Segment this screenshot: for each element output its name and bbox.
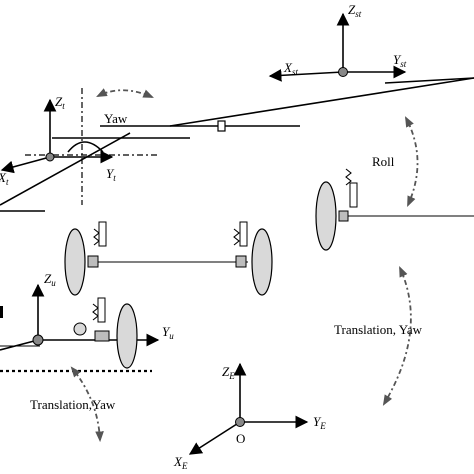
kingpin [217, 120, 226, 132]
yaw-arrow [96, 88, 154, 98]
xe-label: XE [173, 454, 188, 471]
rear-left-wheel [64, 228, 86, 296]
rear-right-hub [235, 255, 247, 268]
ze-label: ZE [222, 364, 235, 381]
tractor-frame-rail-diagonal [0, 132, 131, 206]
yst-label: Yst [393, 52, 407, 69]
earth-frame: O ZE YE XE [173, 362, 326, 471]
trailer-damper [349, 182, 358, 208]
translation-yaw-right: Translation, Yaw [334, 266, 423, 406]
xt-axis [0, 156, 51, 174]
xst-axis [268, 68, 344, 82]
trailer-hub [338, 210, 349, 222]
xe-axis [188, 421, 241, 455]
tractor-frame: Zt Yt Xt [0, 88, 190, 212]
zu-label: Zu [44, 271, 56, 288]
zt-label: Zt [55, 94, 65, 111]
stationary-origin-dot [338, 67, 348, 77]
stationary-frame: Zst Yst Xst [268, 2, 407, 82]
roll-motion: Roll [372, 116, 419, 207]
rear-left-damper [98, 221, 107, 247]
earth-origin-dot [235, 417, 245, 427]
front-hub [94, 330, 110, 342]
yu-label: Yu [162, 324, 174, 341]
earth-origin-label: O [236, 431, 245, 446]
trailer-deck-edge [169, 77, 474, 127]
xst-label: Xst [283, 60, 298, 77]
yt-label: Yt [106, 166, 116, 183]
front-knuckle [73, 322, 87, 336]
translation-yaw-right-label: Translation, Yaw [334, 322, 423, 337]
translation-yaw-left: Translation,Yaw [30, 366, 116, 443]
yaw-label: Yaw [104, 111, 128, 126]
roll-arrow [404, 116, 419, 207]
yaw-motion: Yaw [96, 88, 154, 126]
roll-label: Roll [372, 154, 395, 169]
xu-axis [0, 339, 39, 351]
tractor-rear-axle [64, 221, 273, 296]
front-spring [92, 303, 99, 321]
edge-marker [0, 306, 3, 318]
trailer-spring [345, 168, 352, 186]
tractor-origin-dot [45, 152, 55, 162]
unsprung-origin-dot [32, 334, 44, 346]
translation-yaw-right-arrow [382, 266, 412, 406]
translation-yaw-left-label: Translation,Yaw [30, 397, 116, 412]
rear-right-damper [239, 221, 248, 247]
rear-right-wheel [251, 228, 273, 296]
rear-left-spring [93, 228, 100, 246]
unsprung-frame: Zu Yu [0, 271, 174, 373]
xt-label: Xt [0, 170, 9, 187]
trailer-deck-rear-edge [384, 77, 474, 84]
rear-left-hub [87, 255, 99, 268]
translation-yaw-left-arrow [70, 366, 104, 443]
ye-label: YE [313, 414, 326, 431]
trailer-deck [100, 77, 474, 132]
zst-label: Zst [348, 2, 362, 19]
front-damper [97, 297, 106, 323]
trailer-axle [315, 168, 474, 251]
rear-right-spring [233, 228, 240, 246]
trailer-wheel [315, 181, 337, 251]
front-wheel [116, 303, 138, 369]
